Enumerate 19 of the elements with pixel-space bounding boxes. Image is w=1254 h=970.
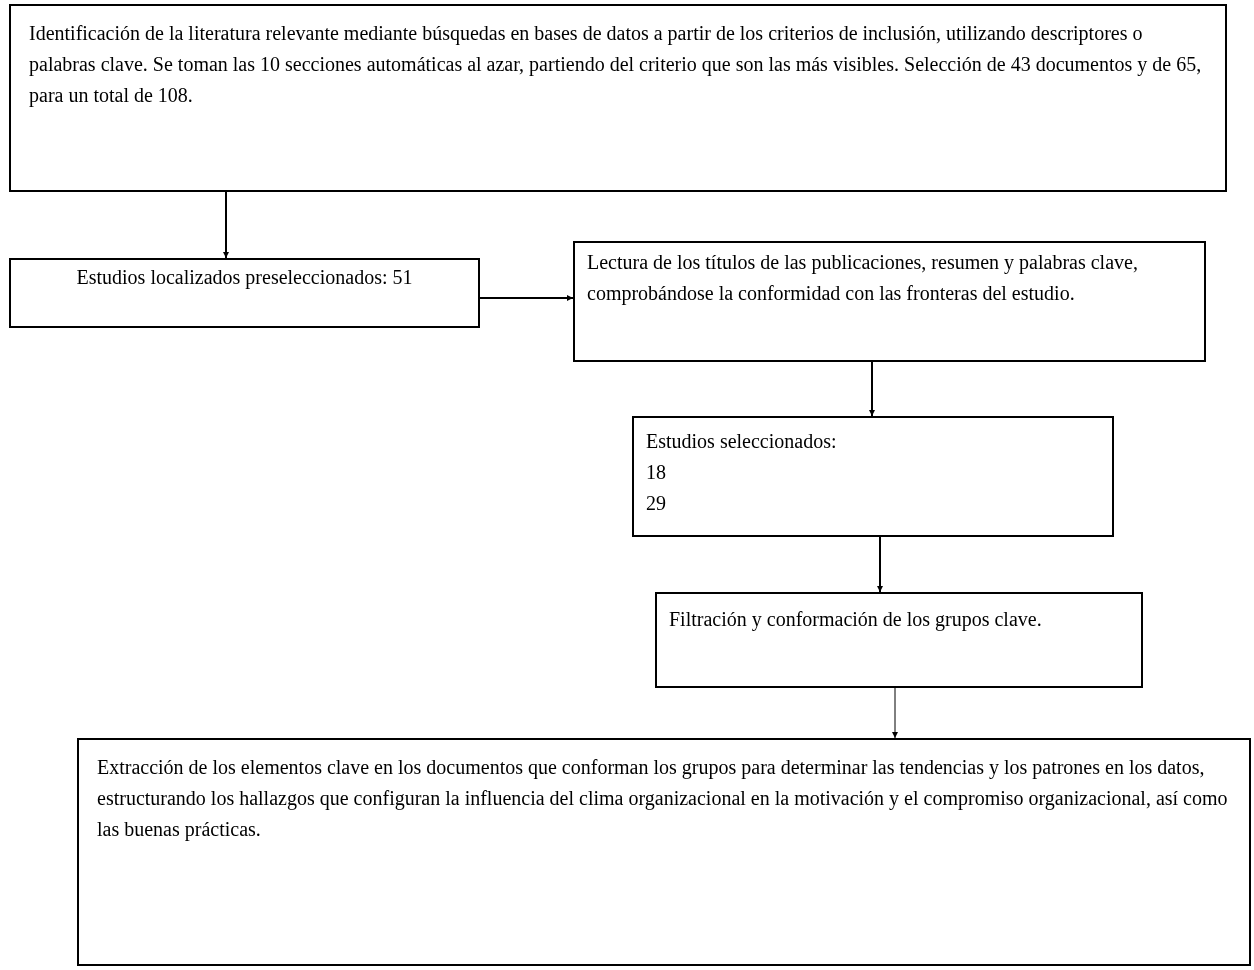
process-box (573, 241, 1206, 362)
process-box (655, 592, 1143, 688)
process-box (77, 738, 1251, 966)
box-text: Estudios localizados preseleccionados: 51 (75, 265, 414, 291)
box-text: Filtración y conformación de los grupos clave. (669, 607, 1043, 633)
arrow (877, 536, 883, 593)
box-text: 18 (646, 460, 667, 485)
box-text: Estudios seleccionados: (646, 429, 838, 454)
arrow (869, 361, 875, 417)
process-box (632, 416, 1114, 537)
arrow (223, 191, 229, 259)
box-text: Lectura de los títulos de las publicaciones, resumen y palabras clave, comprobándose la conformidad con las fronteras del estudio. (587, 250, 1139, 307)
arrow (479, 295, 574, 301)
box-text: Extracción de los elementos clave en los documentos que conforman los grupos para determinar las tendencias y los patrones en los datos, estructurando los hallazgos que configuran la influencia del clima organizacional en la motivación y el compromiso organizacional, así como las buenas prácticas. (97, 755, 1229, 843)
box-text: Identificación de la literatura relevante mediante búsquedas en bases de datos a partir de los criterios de inclusión, utilizando descriptores o palabras clave. Se toman las 10 secciones automáticas al azar, partiendo del criterio que son las más visibles. Selección de 43 documentos y de 65, para un total de 108. (29, 21, 1203, 109)
process-box (9, 4, 1227, 192)
arrow (892, 687, 898, 739)
process-box (9, 258, 480, 328)
box-text: 29 (646, 491, 667, 516)
